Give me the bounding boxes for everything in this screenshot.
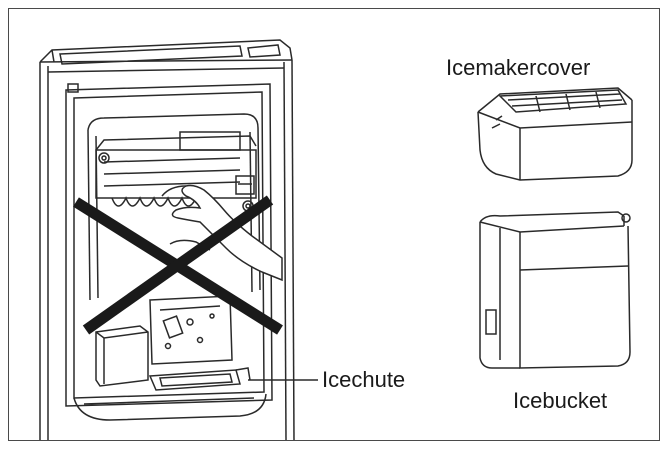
cross-icon: [73, 195, 283, 335]
ice-chute: [148, 367, 251, 391]
ice-chute-label: Icechute: [322, 367, 406, 392]
motor-housing: [95, 325, 149, 387]
ice-bucket-label: Icebucket: [513, 388, 608, 413]
refrigerator-door: [39, 39, 295, 441]
control-bracket: [149, 295, 233, 365]
ice-bucket-part: [479, 211, 631, 369]
icemaker-cover-label: Icemakercover: [446, 55, 591, 80]
icemaker-cover-part: [477, 87, 633, 181]
icemaker-unit: [95, 131, 257, 212]
